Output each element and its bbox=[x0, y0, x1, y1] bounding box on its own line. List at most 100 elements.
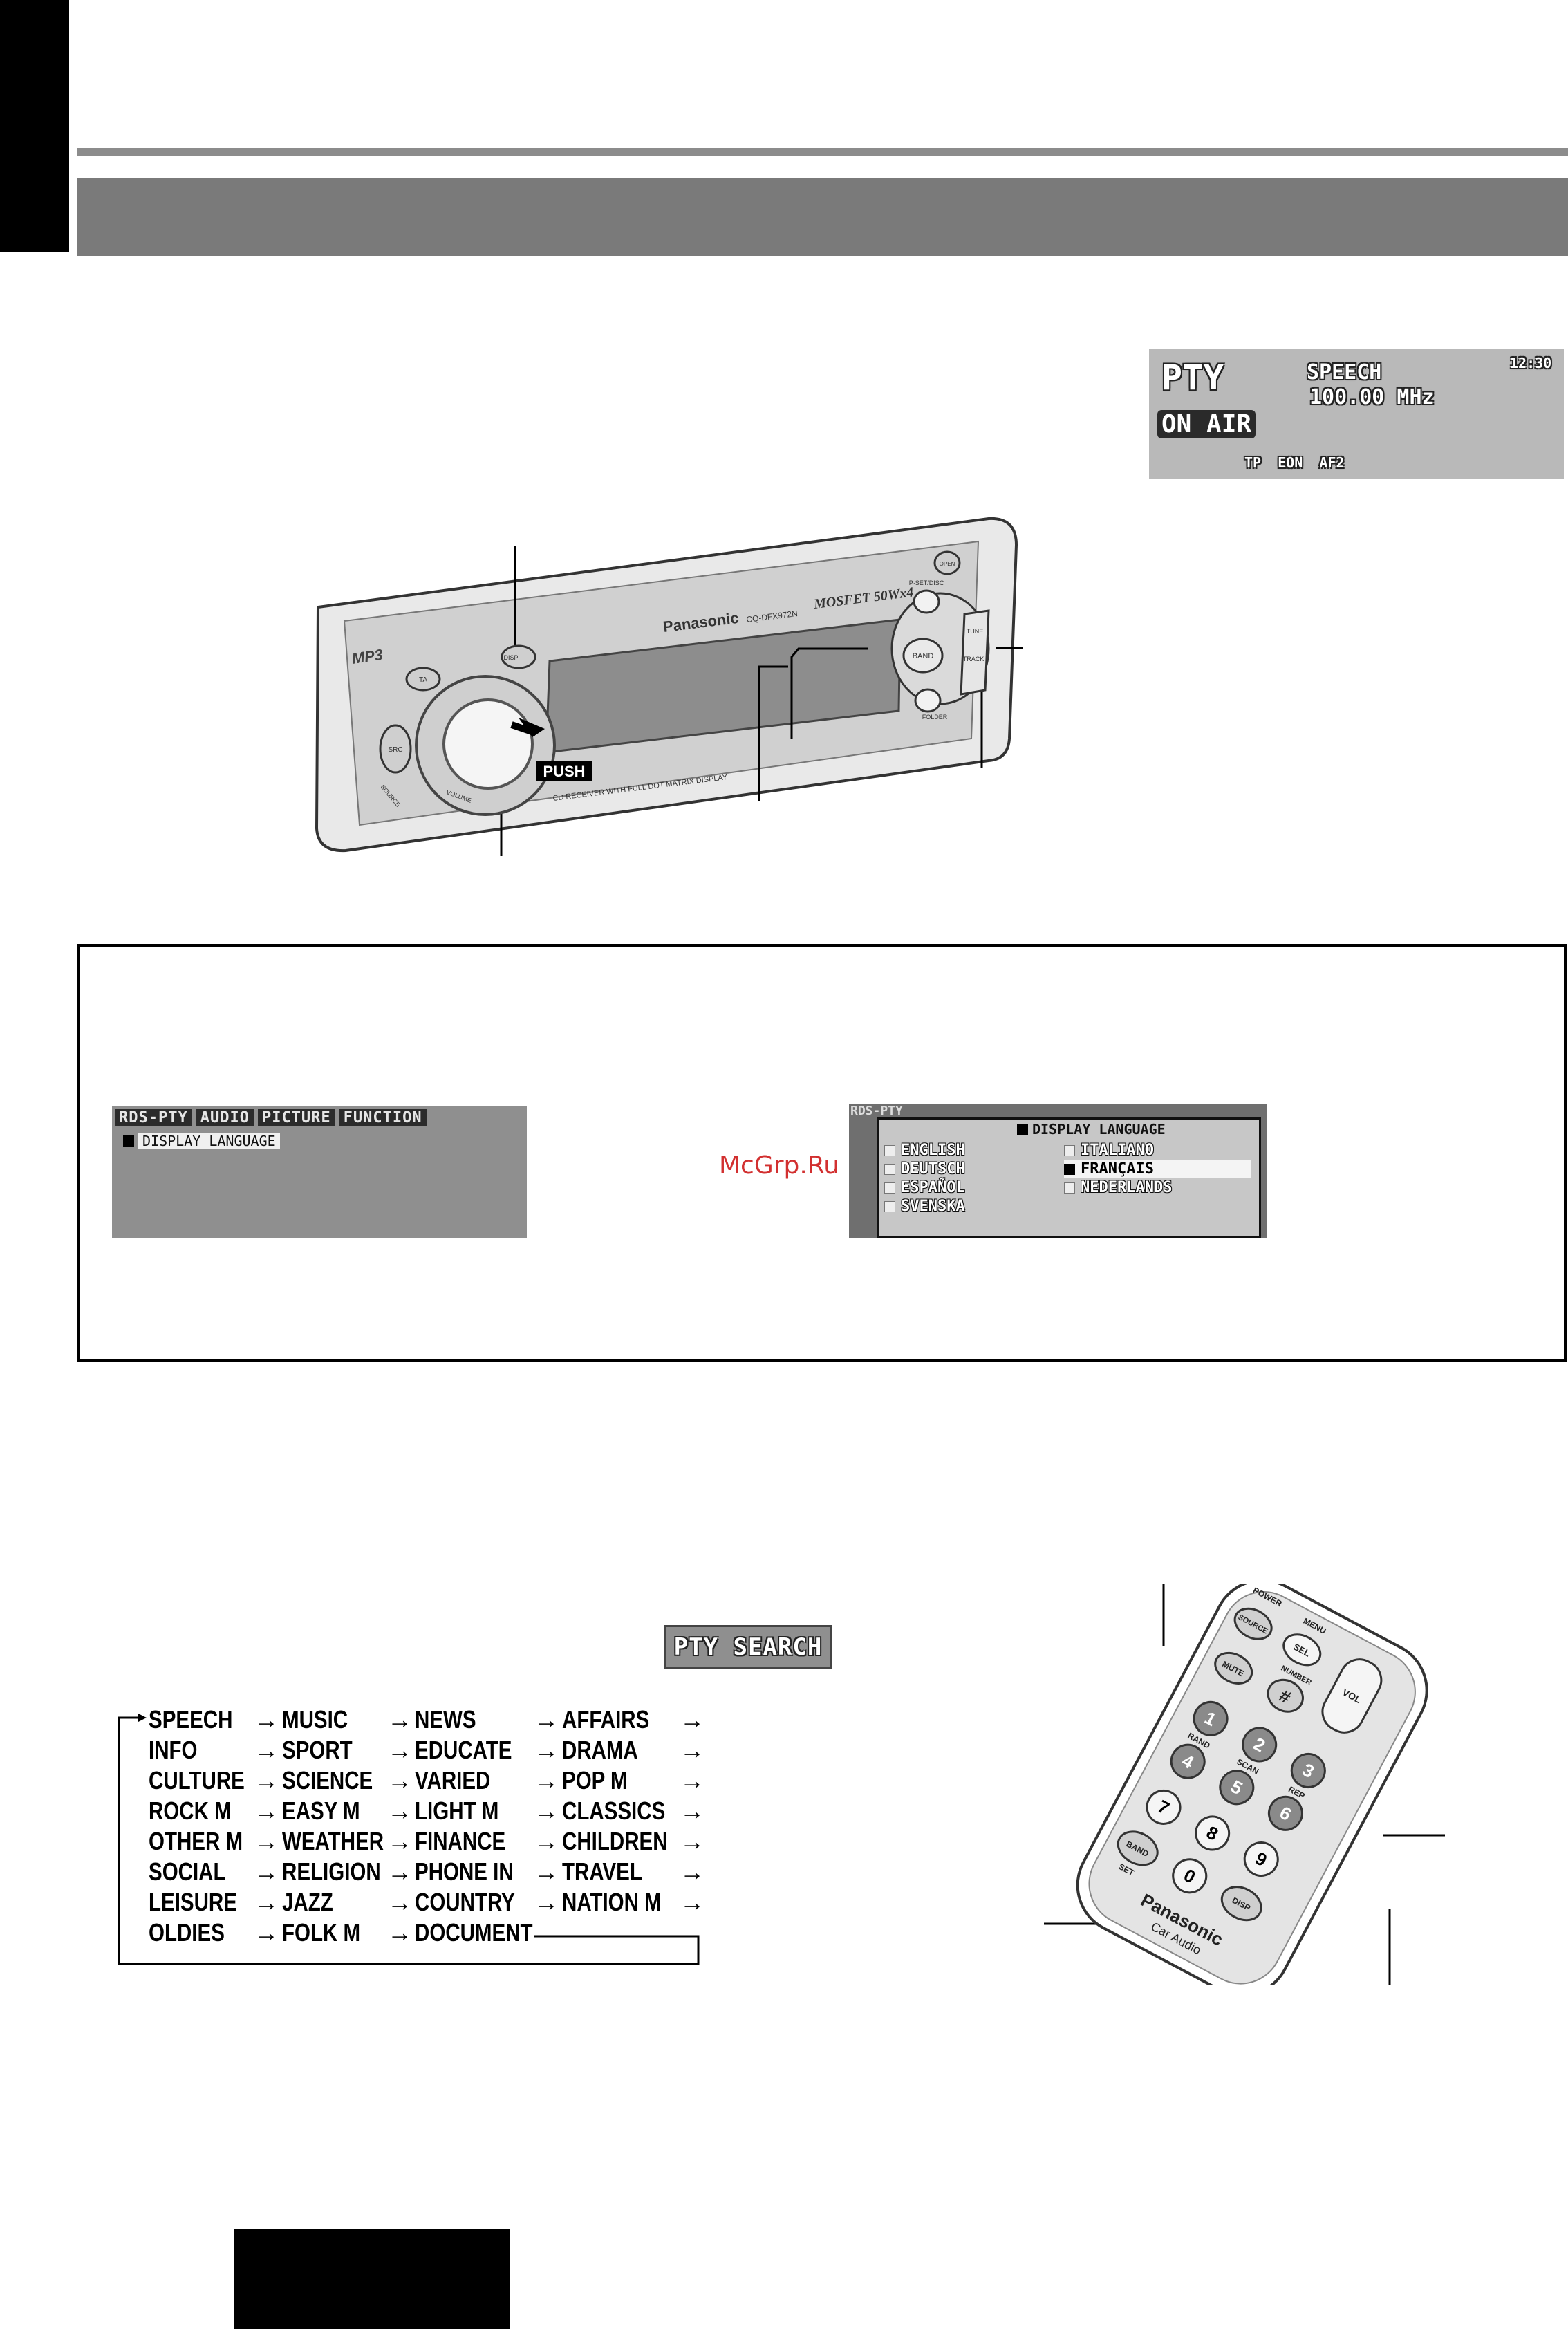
pty-arrow-icon: → bbox=[534, 1888, 559, 1916]
header-rule bbox=[77, 148, 1568, 156]
mute-button bbox=[1214, 1651, 1253, 1685]
lcd-frequency: 100.00 MHz bbox=[1309, 385, 1435, 409]
lcd-indicator-tp: TP bbox=[1244, 454, 1262, 471]
digit-7-button bbox=[1146, 1789, 1182, 1825]
track-tune-rocker bbox=[960, 609, 990, 696]
pty-arrow-icon: → bbox=[387, 1736, 412, 1764]
menu-item-row: DISPLAY LANGUAGE bbox=[123, 1133, 280, 1149]
svg-text:DISP: DISP bbox=[503, 654, 518, 661]
pty-type-label: JAZZ bbox=[282, 1888, 333, 1916]
pty-arrow-icon: → bbox=[680, 1705, 704, 1734]
menu-header-fragment: RDS-PTY bbox=[850, 1104, 903, 1118]
pty-arrow-icon: → bbox=[387, 1797, 412, 1825]
digit-4-button bbox=[1170, 1743, 1206, 1779]
language-list-right: ITALIANO FRANÇAIS NEDERLANDS bbox=[1064, 1142, 1251, 1196]
pty-type-label: OTHER M bbox=[149, 1827, 243, 1855]
pty-type-label: FINANCE bbox=[415, 1827, 506, 1855]
lang-option-italiano[interactable]: ITALIANO bbox=[1064, 1142, 1251, 1159]
pty-type-label: DOCUMENT bbox=[415, 1918, 533, 1947]
set-leader-line bbox=[790, 647, 868, 739]
language-list-left: ENGLISH DEUTSCH ESPAÑOL SVENSKA bbox=[884, 1142, 965, 1215]
sel-button bbox=[1282, 1633, 1322, 1667]
lcd-mode-label: PTY bbox=[1161, 358, 1224, 398]
svg-text:TUNE: TUNE bbox=[967, 628, 984, 635]
disp-button bbox=[501, 644, 536, 669]
volume-knob bbox=[442, 698, 534, 790]
menu-tab-function[interactable]: FUNCTION bbox=[339, 1109, 427, 1126]
pty-arrow-icon: → bbox=[254, 1918, 279, 1947]
lang-option-francais[interactable]: FRANÇAIS bbox=[1064, 1160, 1251, 1178]
pty-loop-bracket bbox=[118, 1714, 700, 1965]
band-button bbox=[902, 638, 944, 674]
pty-lcd-display: PTY SPEECH 100.00 MHz 12:30 ON AIR TP EO… bbox=[1149, 349, 1564, 479]
pty-arrow-icon: → bbox=[680, 1736, 704, 1764]
lang-option-svenska[interactable]: SVENSKA bbox=[884, 1198, 965, 1215]
title-bullet-icon bbox=[1017, 1124, 1028, 1135]
pty-type-label: DRAMA bbox=[562, 1736, 638, 1764]
pty-arrow-icon: → bbox=[680, 1827, 704, 1855]
ta-button bbox=[405, 667, 441, 692]
lcd-indicator-af2: AF2 bbox=[1319, 454, 1345, 471]
digit-5-button bbox=[1219, 1770, 1255, 1806]
pty-arrow-icon: → bbox=[680, 1888, 704, 1916]
svg-text:TRACK: TRACK bbox=[963, 656, 984, 662]
svg-text:BAND: BAND bbox=[913, 652, 934, 660]
pty-type-label: CHILDREN bbox=[562, 1827, 668, 1855]
language-panel-title: DISPLAY LANGUAGE bbox=[1017, 1121, 1166, 1138]
lang-option-english[interactable]: ENGLISH bbox=[884, 1142, 965, 1159]
pty-type-label: WEATHER bbox=[282, 1827, 384, 1855]
digit-3-button bbox=[1290, 1752, 1326, 1788]
mp3-logo: MP3 bbox=[351, 646, 384, 667]
pty-type-label: EDUCATE bbox=[415, 1736, 512, 1764]
menu-screen-main: RDS-PTY AUDIO PICTURE FUNCTION DISPLAY L… bbox=[112, 1106, 527, 1238]
vol-rocker bbox=[1321, 1658, 1383, 1734]
pty-arrow-icon: → bbox=[534, 1797, 559, 1825]
lcd-indicator-eon: EON bbox=[1278, 454, 1303, 471]
menu-tab-picture[interactable]: PICTURE bbox=[257, 1109, 335, 1126]
pty-type-label: MUSIC bbox=[282, 1705, 348, 1734]
svg-text:FOLDER: FOLDER bbox=[922, 714, 948, 721]
lang-option-espanol[interactable]: ESPAÑOL bbox=[884, 1179, 965, 1196]
src-button bbox=[379, 724, 412, 774]
svg-text:P·SET/DISC: P·SET/DISC bbox=[909, 579, 944, 586]
pty-type-label: LIGHT M bbox=[415, 1797, 499, 1825]
pty-arrow-icon: → bbox=[254, 1857, 279, 1886]
pty-arrow-icon: → bbox=[534, 1736, 559, 1764]
pty-arrow-icon: → bbox=[254, 1797, 279, 1825]
pty-arrow-icon: → bbox=[254, 1705, 279, 1734]
pty-type-label: FOLK M bbox=[282, 1918, 361, 1947]
pty-type-label: PHONE IN bbox=[415, 1857, 514, 1886]
digit-9-button bbox=[1243, 1841, 1279, 1877]
pty-arrow-icon: → bbox=[680, 1797, 704, 1825]
pty-search-badge: PTY SEARCH bbox=[664, 1625, 832, 1669]
menu-tab-audio[interactable]: AUDIO bbox=[196, 1109, 254, 1126]
pty-arrow-icon: → bbox=[387, 1857, 412, 1886]
pty-type-label: NEWS bbox=[415, 1705, 476, 1734]
lang-option-deutsch[interactable]: DEUTSCH bbox=[884, 1160, 965, 1178]
watermark: McGrp.Ru bbox=[719, 1151, 840, 1180]
menu-bullet-icon bbox=[123, 1135, 134, 1147]
digit-6-button bbox=[1267, 1795, 1303, 1831]
lcd-program-type: SPEECH bbox=[1307, 360, 1382, 384]
pty-type-label: EASY M bbox=[282, 1797, 360, 1825]
lcd-indicators: TP EON AF2 bbox=[1244, 454, 1344, 471]
pty-arrow-icon: → bbox=[534, 1857, 559, 1886]
hash-button bbox=[1267, 1678, 1304, 1713]
band-button bbox=[1117, 1830, 1159, 1866]
pty-arrow-icon: → bbox=[387, 1705, 412, 1734]
svg-text:TA: TA bbox=[419, 676, 427, 684]
menu-tab-rds-pty[interactable]: RDS-PTY bbox=[115, 1109, 192, 1126]
open-button bbox=[933, 550, 961, 575]
down-button bbox=[914, 688, 942, 713]
pty-arrow-icon: → bbox=[534, 1827, 559, 1855]
pty-arrow-icon: → bbox=[387, 1918, 412, 1947]
remote-control-illustration: 1 2 3 4 5 6 7 8 9 0 POWER MENU SOURCE S bbox=[1044, 1584, 1445, 1985]
pty-arrow-icon: → bbox=[680, 1857, 704, 1886]
lang-option-nederlands[interactable]: NEDERLANDS bbox=[1064, 1179, 1251, 1196]
menu-item-display-language[interactable]: DISPLAY LANGUAGE bbox=[138, 1133, 280, 1149]
lcd-clock: 12:30 bbox=[1510, 355, 1552, 371]
pty-type-label: SPEECH bbox=[149, 1705, 233, 1734]
pty-search-label: PTY SEARCH bbox=[673, 1633, 823, 1661]
pty-type-label: INFO bbox=[149, 1736, 198, 1764]
pty-arrow-icon: → bbox=[254, 1888, 279, 1916]
